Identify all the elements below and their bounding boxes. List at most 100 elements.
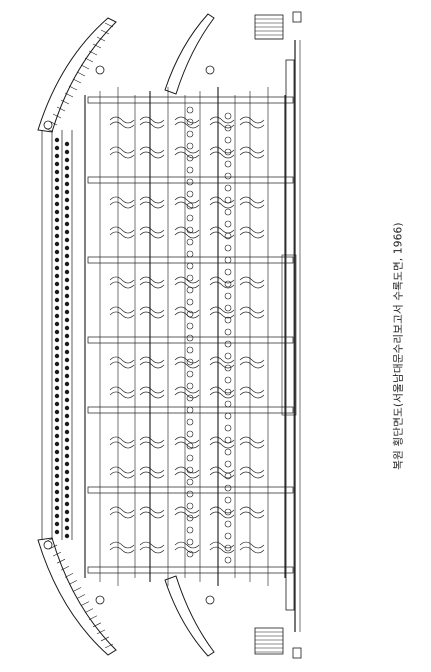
roof-tile-end xyxy=(54,153,60,159)
rafter-end xyxy=(186,466,194,474)
rafter-end xyxy=(186,454,194,462)
finial xyxy=(43,120,53,130)
roof-tile-end xyxy=(64,165,70,171)
bracket-set xyxy=(109,466,135,479)
rafter-end xyxy=(186,370,194,378)
rafter-end xyxy=(186,394,194,402)
roof-tile-end xyxy=(54,193,60,199)
roof-tile-end xyxy=(54,425,60,431)
rafter-end xyxy=(186,382,194,390)
roof-tile-mark xyxy=(52,551,62,557)
bracket-set xyxy=(239,196,265,209)
rafter-end xyxy=(186,526,194,534)
roof-tile-end xyxy=(64,253,70,259)
rafter-end xyxy=(224,340,232,348)
rafter-end xyxy=(224,184,232,192)
roof-tile-mark xyxy=(60,99,70,105)
bracket-set xyxy=(139,541,165,554)
bracket-set xyxy=(109,541,135,554)
roof-tile-end xyxy=(54,233,60,239)
roof-tile-end xyxy=(64,365,70,371)
roof-tile-mark xyxy=(64,573,74,578)
rafter-end xyxy=(186,406,194,414)
roof-tile-end xyxy=(54,393,60,399)
roof-tile-end xyxy=(54,417,60,423)
roof-tile-end xyxy=(54,473,60,479)
roof-tile-end xyxy=(64,485,70,491)
rafter-end xyxy=(186,358,194,366)
bracket-set xyxy=(209,356,235,369)
roof-tile-end xyxy=(54,273,60,279)
bracket-set xyxy=(174,276,200,289)
roof-tile-end xyxy=(64,517,70,523)
roof-tile-mark xyxy=(60,565,70,571)
bracket-set xyxy=(174,541,200,554)
roof-tile-end xyxy=(64,421,70,427)
rafter-end xyxy=(224,532,232,540)
roof-tile-mark xyxy=(100,636,110,642)
rafter-end xyxy=(224,208,232,216)
roof-tile-end xyxy=(54,257,60,263)
column-post xyxy=(87,96,294,104)
roof-tile-end xyxy=(64,333,70,339)
bracket-set xyxy=(239,146,265,159)
bracket-set xyxy=(139,196,165,209)
roof-tile-mark xyxy=(92,622,102,628)
bracket-set xyxy=(109,196,135,209)
bracket-set xyxy=(109,276,135,289)
roof-tile-end xyxy=(64,461,70,467)
roof-tile-end xyxy=(54,137,60,143)
roof-tile-end xyxy=(64,205,70,211)
roof-tile-mark xyxy=(76,594,86,599)
roof-tile-end xyxy=(64,533,70,539)
rafter-end xyxy=(186,322,194,330)
bracket-set xyxy=(209,116,235,129)
roof-tile-mark xyxy=(84,608,94,613)
bracket-set xyxy=(239,356,265,369)
rafter-end xyxy=(186,550,194,558)
roof-tile-end xyxy=(64,341,70,347)
bracket-set xyxy=(239,276,265,289)
roof-tile-mark xyxy=(80,601,90,606)
roof-tile-end xyxy=(54,297,60,303)
roof-tile-end xyxy=(64,389,70,395)
bracket-set xyxy=(239,306,265,319)
bracket-set xyxy=(174,306,200,319)
floor-platform xyxy=(285,59,295,611)
roof-tile-mark xyxy=(76,71,86,77)
bracket-set xyxy=(139,116,165,129)
roof-tile-end xyxy=(54,265,60,271)
roof-tile-mark xyxy=(68,85,78,91)
rafter-end xyxy=(186,514,194,522)
rafter-end xyxy=(224,472,232,480)
rafter-end xyxy=(186,478,194,486)
rafter-end xyxy=(224,520,232,528)
column-post xyxy=(87,176,294,184)
roof-tile-end xyxy=(54,329,60,335)
roof-tile-end xyxy=(64,221,70,227)
roof-tile-end xyxy=(64,149,70,155)
bracket-set xyxy=(209,226,235,239)
rafter-end xyxy=(224,436,232,444)
roof-tile-end xyxy=(54,529,60,535)
bracket-set xyxy=(239,116,265,129)
rafter-end xyxy=(224,292,232,300)
rafter-end xyxy=(224,172,232,180)
bracket-set xyxy=(239,506,265,519)
roof-tile-end xyxy=(64,445,70,451)
bracket-set xyxy=(209,436,235,449)
roof-tile-end xyxy=(64,261,70,267)
bracket-set xyxy=(209,541,235,554)
bracket-set xyxy=(209,146,235,159)
roof-tile-end xyxy=(64,477,70,483)
bracket-set xyxy=(209,506,235,519)
column-post xyxy=(87,406,294,414)
bracket-set xyxy=(139,436,165,449)
rafter-end xyxy=(224,424,232,432)
roof-tile-end xyxy=(54,313,60,319)
roof-tile-end xyxy=(54,321,60,327)
roof-tile-end xyxy=(54,489,60,495)
upper-roof-eave-bottom xyxy=(37,537,117,656)
roof-tile-end xyxy=(54,361,60,367)
roof-tile-end xyxy=(64,229,70,235)
